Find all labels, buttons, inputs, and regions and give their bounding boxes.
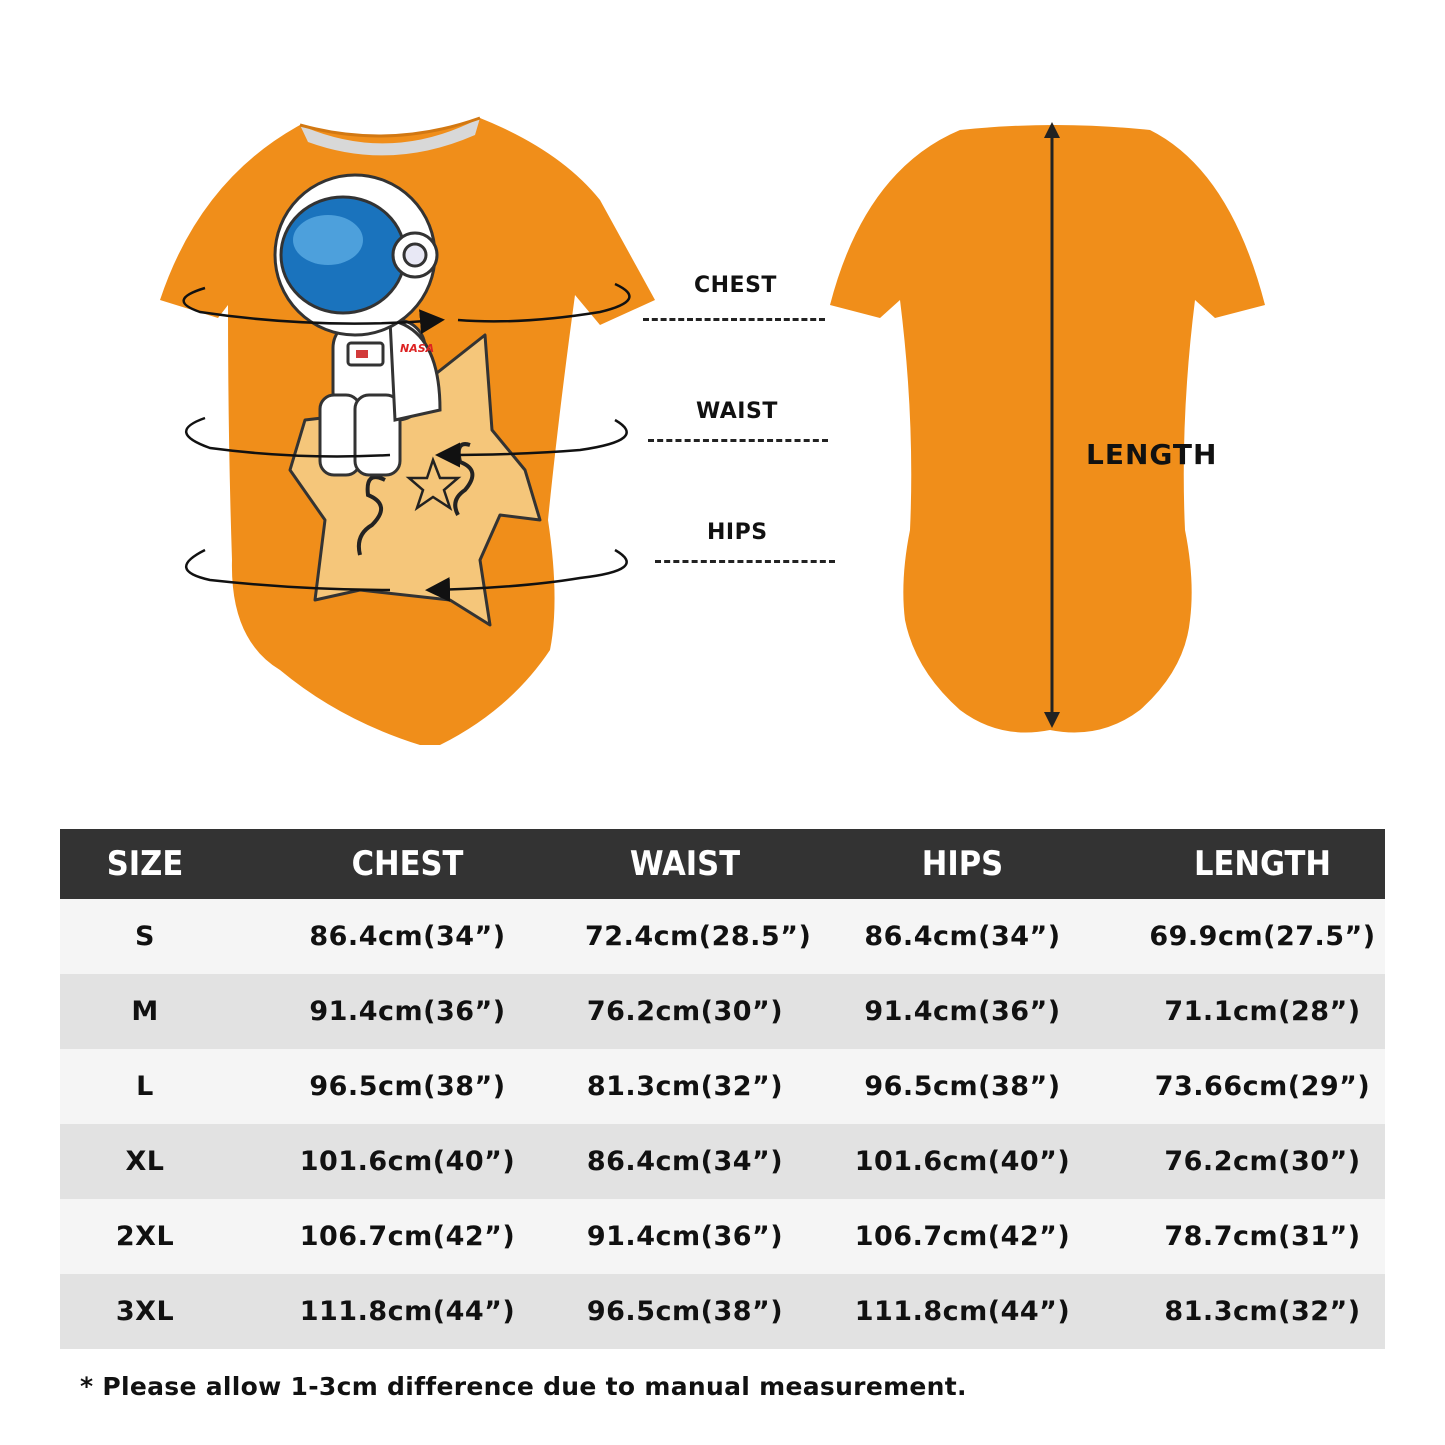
cell-chest: 111.8cm(44”) xyxy=(230,1274,585,1349)
cell-chest: 106.7cm(42”) xyxy=(230,1199,585,1274)
back-bodysuit xyxy=(830,125,1265,733)
chest-measure-line xyxy=(182,282,631,335)
cell-waist: 72.4cm(28.5”) xyxy=(585,899,811,974)
cell-length: 71.1cm(28”) xyxy=(1140,974,1385,1049)
cell-waist: 81.3cm(32”) xyxy=(585,1049,785,1124)
table-row: M 91.4cm(36”) 76.2cm(30”) 91.4cm(36”) 71… xyxy=(60,974,1385,1049)
cell-size: 2XL xyxy=(60,1199,230,1274)
header-chest: CHEST xyxy=(230,829,585,899)
chest-label: CHEST xyxy=(694,273,777,298)
header-waist: WAIST xyxy=(585,829,785,899)
cell-hips: 106.7cm(42”) xyxy=(785,1199,1140,1274)
table-header-row: SIZE CHEST WAIST HIPS LENGTH xyxy=(60,829,1385,899)
cell-chest: 91.4cm(36”) xyxy=(230,974,585,1049)
cell-size: L xyxy=(60,1049,230,1124)
length-arrow xyxy=(1044,122,1060,728)
star-squiggle-left xyxy=(356,475,386,556)
cell-size: M xyxy=(60,974,230,1049)
cell-hips: 96.5cm(38”) xyxy=(785,1049,1140,1124)
waist-dash-line xyxy=(648,439,828,442)
cell-chest: 86.4cm(34”) xyxy=(230,899,585,974)
hips-label: HIPS xyxy=(707,520,768,545)
hips-measure-line xyxy=(185,548,628,603)
length-label: LENGTH xyxy=(1086,438,1218,471)
cell-hips: 101.6cm(40”) xyxy=(785,1124,1140,1199)
cell-size: S xyxy=(60,899,230,974)
waist-measure-line xyxy=(185,416,628,468)
table-row: XL 101.6cm(40”) 86.4cm(34”) 101.6cm(40”)… xyxy=(60,1124,1385,1199)
header-length: LENGTH xyxy=(1140,829,1385,899)
cell-length: 73.66cm(29”) xyxy=(1140,1049,1385,1124)
cell-chest: 96.5cm(38”) xyxy=(230,1049,585,1124)
chest-dash-line xyxy=(643,318,825,321)
cell-size: 3XL xyxy=(60,1274,230,1349)
table-row: S 86.4cm(34”) 72.4cm(28.5”) 86.4cm(34”) … xyxy=(60,899,1385,974)
garment-illustration: NASA xyxy=(160,116,1265,745)
cell-chest: 101.6cm(40”) xyxy=(230,1124,585,1199)
cell-length: 76.2cm(30”) xyxy=(1140,1124,1385,1199)
astronaut-graphic xyxy=(273,173,442,477)
star-small-icon xyxy=(405,456,462,512)
table-row: L 96.5cm(38”) 81.3cm(32”) 96.5cm(38”) 73… xyxy=(60,1049,1385,1124)
size-chart-table: SIZE CHEST WAIST HIPS LENGTH S 86.4cm(34… xyxy=(60,829,1385,1349)
cell-length: 69.9cm(27.5”) xyxy=(1140,899,1385,974)
cell-size: XL xyxy=(60,1124,230,1199)
cell-waist: 96.5cm(38”) xyxy=(585,1274,785,1349)
table-row: 3XL 111.8cm(44”) 96.5cm(38”) 111.8cm(44”… xyxy=(60,1274,1385,1349)
cell-hips: 86.4cm(34”) xyxy=(785,899,1140,974)
waist-label: WAIST xyxy=(696,399,778,424)
cell-length: 81.3cm(32”) xyxy=(1140,1274,1385,1349)
cell-length: 78.7cm(31”) xyxy=(1140,1199,1385,1274)
footnote: * Please allow 1-3cm difference due to m… xyxy=(80,1372,967,1401)
cell-hips: 111.8cm(44”) xyxy=(785,1274,1140,1349)
table-row: 2XL 106.7cm(42”) 91.4cm(36”) 106.7cm(42”… xyxy=(60,1199,1385,1274)
nasa-patch: NASA xyxy=(400,342,434,355)
header-size: SIZE xyxy=(60,829,230,899)
header-hips: HIPS xyxy=(785,829,1140,899)
hips-dash-line xyxy=(655,560,835,563)
cell-waist: 91.4cm(36”) xyxy=(585,1199,785,1274)
cell-hips: 91.4cm(36”) xyxy=(785,974,1140,1049)
cell-waist: 86.4cm(34”) xyxy=(585,1124,785,1199)
cell-waist: 76.2cm(30”) xyxy=(585,974,785,1049)
